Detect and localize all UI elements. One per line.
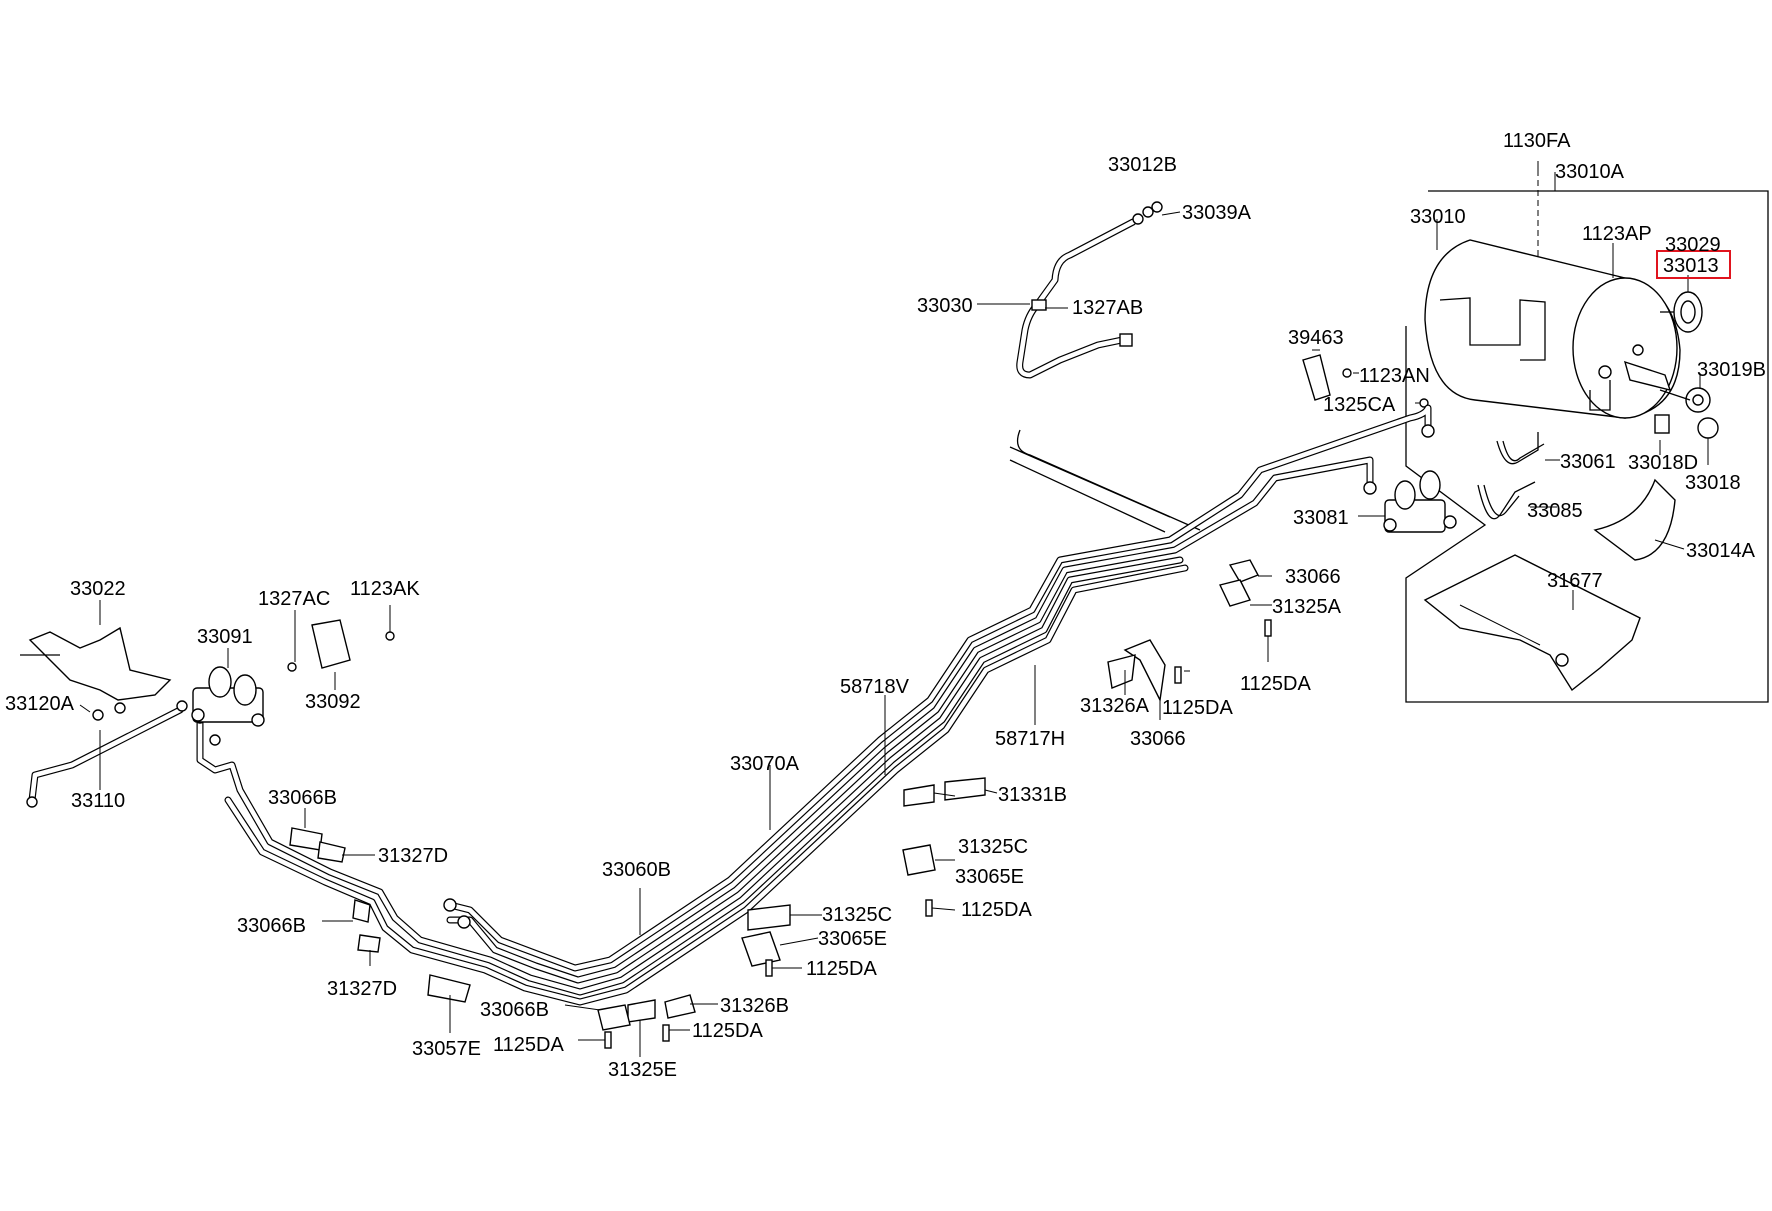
label-33039A: 33039A xyxy=(1182,202,1252,224)
bracket-33092 xyxy=(287,619,395,672)
clamp-group-31325C xyxy=(741,904,791,977)
label-33019B: 33019B xyxy=(1697,359,1766,381)
label-33065E-a: 33065E xyxy=(955,866,1024,888)
label-33013: 33013 xyxy=(1663,255,1719,277)
label-33012B: 33012B xyxy=(1108,154,1177,176)
label-1123AN: 1123AN xyxy=(1359,365,1430,387)
label-33029: 33029 xyxy=(1665,234,1721,256)
label-33081: 33081 xyxy=(1293,507,1349,529)
label-33010A: 33010A xyxy=(1555,161,1625,183)
label-33018: 33018 xyxy=(1685,472,1741,494)
main-pipe-bundle xyxy=(1009,429,1201,533)
label-31326B: 31326B xyxy=(720,995,789,1017)
label-33066-a: 33066 xyxy=(1285,566,1341,588)
label-31325A: 31325A xyxy=(1272,596,1342,618)
label-33120A: 33120A xyxy=(5,693,75,715)
clip-group-33066B xyxy=(289,827,381,953)
label-1125DA-c: 1125DA xyxy=(961,899,1032,921)
label-1125DA-a: 1125DA xyxy=(1240,673,1311,695)
label-33070A: 33070A xyxy=(730,753,800,775)
label-31327D-a: 31327D xyxy=(378,845,448,867)
label-31325C-a: 31325C xyxy=(958,836,1028,858)
label-31325C-b: 31325C xyxy=(822,904,892,926)
brake-lines xyxy=(196,404,1435,1006)
tank-cover xyxy=(1593,478,1676,561)
leader-lines xyxy=(79,161,1709,1057)
highlight-box xyxy=(1656,250,1731,279)
label-33066B-a: 33066B xyxy=(480,999,549,1021)
label-39463: 39463 xyxy=(1288,327,1344,349)
label-31327D-b: 31327D xyxy=(327,978,397,1000)
label-31325E: 31325E xyxy=(608,1059,677,1081)
label-33110: 33110 xyxy=(71,790,125,812)
label-1123AP: 1123AP xyxy=(1582,223,1652,245)
label-33092: 33092 xyxy=(305,691,361,713)
tank-fittings xyxy=(1623,360,1719,439)
label-1123AK: 1123AK xyxy=(350,578,420,600)
short-pipes xyxy=(1477,432,1545,520)
clip-31331B xyxy=(902,777,986,917)
callout-labels: 1130FA 33010A 33010 1123AP 33029 33013 3… xyxy=(5,130,1766,1081)
label-33022: 33022 xyxy=(70,578,126,600)
label-33018D: 33018D xyxy=(1628,452,1698,474)
label-31326A: 31326A xyxy=(1080,695,1150,717)
label-33061: 33061 xyxy=(1560,451,1616,473)
label-33014A: 33014A xyxy=(1686,540,1756,562)
label-33066-b: 33066 xyxy=(1130,728,1186,750)
label-33065E-b: 33065E xyxy=(818,928,887,950)
label-31331B: 31331B xyxy=(998,784,1067,806)
clamp-group-33066 xyxy=(1107,559,1272,703)
label-31677: 31677 xyxy=(1547,570,1603,592)
valve-33081 xyxy=(1383,470,1457,533)
label-1125DA-f: 1125DA xyxy=(493,1034,564,1056)
label-33010: 33010 xyxy=(1410,206,1466,228)
label-33091: 33091 xyxy=(197,626,253,648)
bracket-39463 xyxy=(1302,354,1429,408)
hose-33030 xyxy=(1016,201,1163,379)
label-1130FA: 1130FA xyxy=(1503,130,1571,152)
clamp-group-31325E xyxy=(597,994,696,1049)
label-1327AB: 1327AB xyxy=(1072,297,1143,319)
label-1325CA: 1325CA xyxy=(1323,394,1396,416)
clip-33057E xyxy=(427,974,471,1003)
label-33085: 33085 xyxy=(1527,500,1583,522)
label-58717H: 58717H xyxy=(995,728,1065,750)
air-tank xyxy=(1424,239,1681,419)
pipe-end-fittings xyxy=(194,712,471,929)
label-1125DA-d: 1125DA xyxy=(806,958,877,980)
label-33030: 33030 xyxy=(917,295,973,317)
rod-33110 xyxy=(26,700,188,808)
valve-33091 xyxy=(191,666,265,727)
label-1125DA-e: 1125DA xyxy=(692,1020,763,1042)
bracket-33022 xyxy=(20,626,172,721)
label-58718V: 58718V xyxy=(840,676,910,698)
label-33066B-c: 33066B xyxy=(237,915,306,937)
tank-guard xyxy=(1423,554,1641,692)
label-1327AC: 1327AC xyxy=(258,588,330,610)
label-33060B: 33060B xyxy=(602,859,671,881)
label-33057E: 33057E xyxy=(412,1038,481,1060)
label-33066B-b: 33066B xyxy=(268,787,337,809)
label-1125DA-b: 1125DA xyxy=(1162,697,1233,719)
